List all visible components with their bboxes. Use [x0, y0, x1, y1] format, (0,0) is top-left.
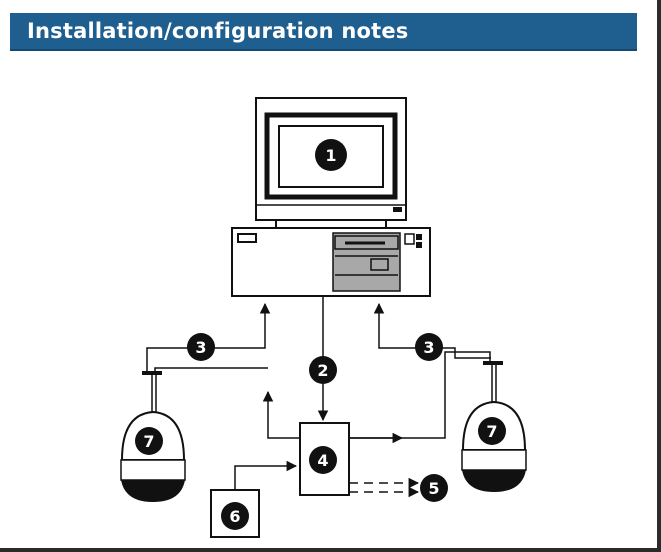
svg-text:7: 7: [143, 432, 154, 451]
computer-case: [231, 227, 431, 297]
callout-2: 2: [309, 356, 337, 384]
controller-path-right: [349, 351, 491, 439]
svg-text:7: 7: [486, 422, 497, 441]
callout-5: 5: [420, 474, 448, 502]
callout-3-left: 3: [187, 333, 215, 361]
callout-1: 1: [315, 139, 347, 171]
svg-text:1: 1: [325, 146, 336, 165]
section-title: Installation/configuration notes: [27, 19, 409, 43]
section-header: Installation/configuration notes: [10, 13, 637, 51]
left-camera-link: [154, 367, 268, 374]
svg-text:6: 6: [229, 507, 240, 526]
svg-text:4: 4: [317, 451, 328, 470]
svg-text:5: 5: [428, 479, 439, 498]
controller-path-left: [262, 390, 300, 439]
svg-text:3: 3: [195, 338, 206, 357]
callout-4: 4: [309, 446, 337, 474]
power-button: [237, 233, 257, 243]
svg-text:3: 3: [423, 338, 434, 357]
right-cable-to-pc: [373, 302, 491, 359]
aux-to-controller: [234, 460, 298, 490]
callout-3-right: 3: [415, 333, 443, 361]
svg-text:2: 2: [317, 361, 328, 380]
callout-7-left: 7: [135, 427, 163, 455]
callout-7-right: 7: [478, 417, 506, 445]
power-led: [393, 207, 402, 212]
monitor: [255, 97, 407, 229]
monitor-stand: [275, 219, 387, 229]
callout-6: 6: [221, 502, 249, 530]
